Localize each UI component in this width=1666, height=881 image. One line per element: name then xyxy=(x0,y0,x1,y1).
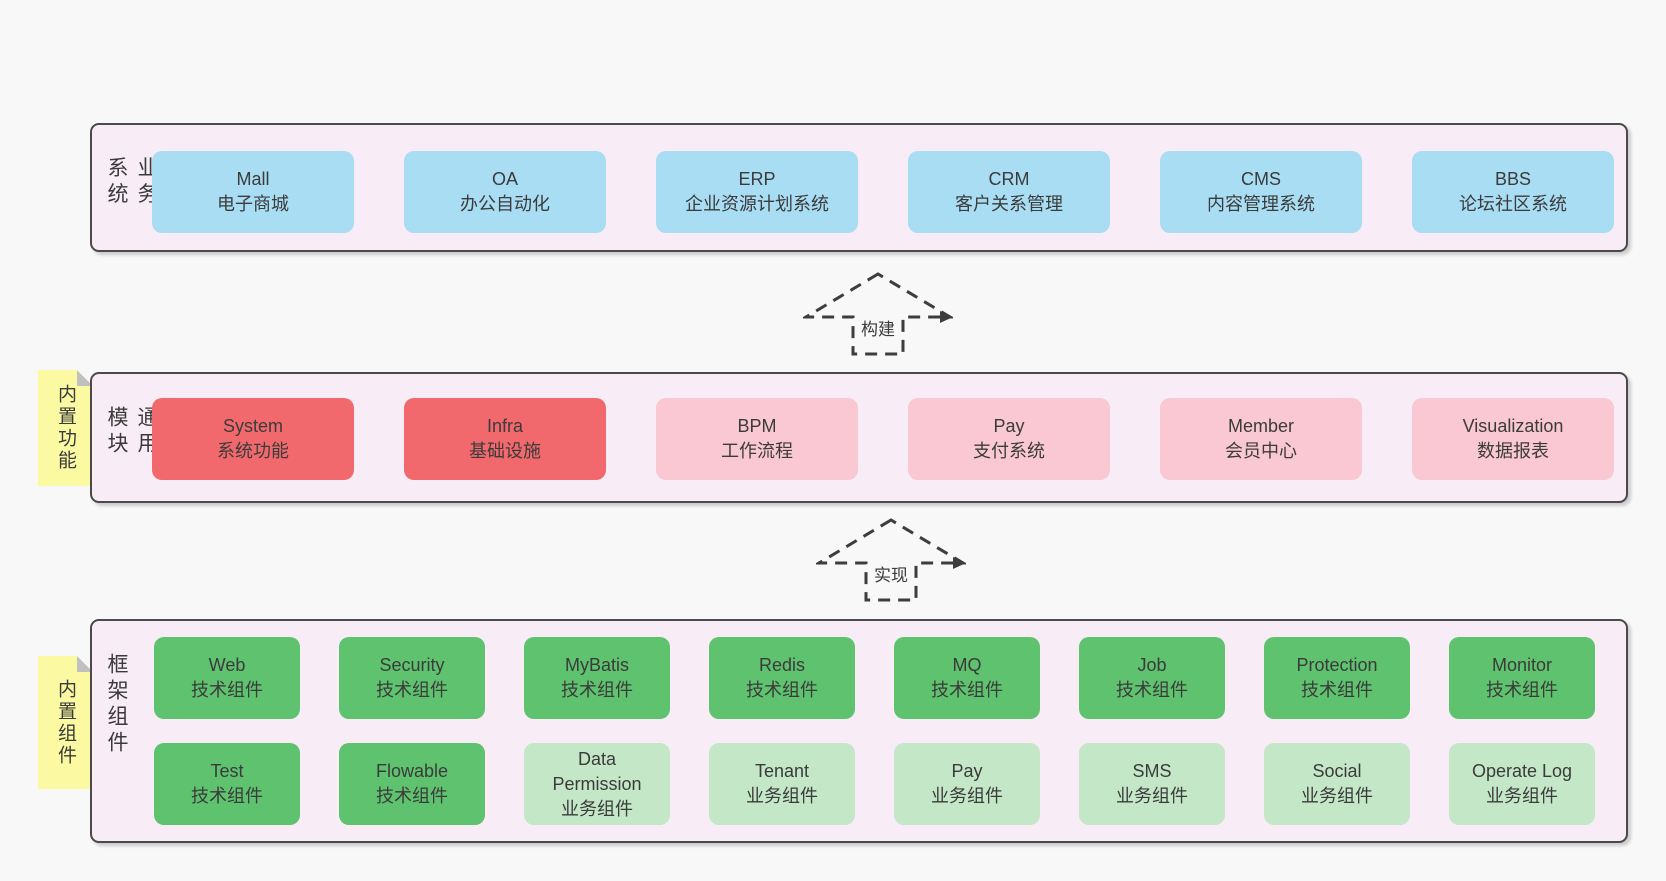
box-subtitle: 数据报表 xyxy=(1477,441,1549,461)
box-erp: ERP 企业资源计划系统 xyxy=(656,151,858,233)
layer-framework-components: 框架组件 Web 技术组件 Security 技术组件 MyBatis 技术组件… xyxy=(90,619,1628,843)
box-mq: MQ 技术组件 xyxy=(894,637,1040,719)
box-mall: Mall 电子商城 xyxy=(152,151,354,233)
box-tenant: Tenant 业务组件 xyxy=(709,743,855,825)
box-subtitle: 客户关系管理 xyxy=(955,194,1063,214)
box-title: Tenant xyxy=(754,761,810,781)
box-social: Social 业务组件 xyxy=(1264,743,1410,825)
box-title: Job xyxy=(1137,655,1167,675)
box-subtitle: 业务组件 xyxy=(561,798,633,819)
box-subtitle: 技术组件 xyxy=(376,680,448,700)
box-data-permission: Data Permission 业务组件 xyxy=(524,743,670,825)
box-subtitle: 技术组件 xyxy=(561,680,633,700)
box-subtitle: 技术组件 xyxy=(931,680,1003,700)
box-cms: CMS 内容管理系统 xyxy=(1160,151,1362,233)
box-subtitle: 会员中心 xyxy=(1225,441,1297,461)
box-protection: Protection 技术组件 xyxy=(1264,637,1410,719)
box-title: BBS xyxy=(1494,169,1532,189)
box-title: OA xyxy=(491,169,518,189)
box-security: Security 技术组件 xyxy=(339,637,485,719)
box-subtitle: 系统功能 xyxy=(217,441,289,461)
box-bpm: BPM 工作流程 xyxy=(656,398,858,480)
box-title: Pay xyxy=(993,416,1025,436)
box-title: Visualization xyxy=(1462,416,1564,436)
box-subtitle: 业务组件 xyxy=(1486,786,1558,806)
box-title: Monitor xyxy=(1491,655,1553,675)
box-subtitle: 基础设施 xyxy=(469,441,541,461)
layer-components-label: 框架组件 xyxy=(105,653,128,757)
box-visualization: Visualization 数据报表 xyxy=(1412,398,1614,480)
box-oa: OA 办公自动化 xyxy=(404,151,606,233)
box-title: Pay xyxy=(951,761,983,781)
box-title: Protection xyxy=(1296,655,1378,675)
box-web: Web 技术组件 xyxy=(154,637,300,719)
box-subtitle: 技术组件 xyxy=(1301,680,1373,700)
box-subtitle: 办公自动化 xyxy=(460,194,550,214)
layer-business-systems: 业务系统 Mall 电子商城 OA 办公自动化 ERP 企业资源计划系统 CRM… xyxy=(90,123,1628,252)
box-title: Member xyxy=(1227,416,1294,436)
box-subtitle: 支付系统 xyxy=(973,441,1045,461)
box-system: System 系统功能 xyxy=(152,398,354,480)
box-redis: Redis 技术组件 xyxy=(709,637,855,719)
box-subtitle: 电子商城 xyxy=(217,194,289,214)
box-subtitle: 技术组件 xyxy=(746,680,818,700)
box-title: MyBatis xyxy=(564,655,629,675)
box-operate-log: Operate Log 业务组件 xyxy=(1449,743,1595,825)
layer-common-modules: 通用模块 System 系统功能 Infra 基础设施 BPM 工作流程 Pay… xyxy=(90,372,1628,503)
box-subtitle: 技术组件 xyxy=(1116,680,1188,700)
box-subtitle: 业务组件 xyxy=(1301,786,1373,806)
note-text: 内置功能 xyxy=(55,384,76,472)
box-subtitle: 企业资源计划系统 xyxy=(685,194,829,214)
box-bbs: BBS 论坛社区系统 xyxy=(1412,151,1614,233)
box-job: Job 技术组件 xyxy=(1079,637,1225,719)
arrow-build-label: 构建 xyxy=(858,315,898,340)
box-infra: Infra 基础设施 xyxy=(404,398,606,480)
arrow-implement: 实现 xyxy=(816,517,966,603)
box-mybatis: MyBatis 技术组件 xyxy=(524,637,670,719)
box-title: Infra xyxy=(486,416,524,436)
sticky-note-built-in-features: 内置功能 xyxy=(38,370,93,486)
box-pay-component: Pay 业务组件 xyxy=(894,743,1040,825)
box-crm: CRM 客户关系管理 xyxy=(908,151,1110,233)
box-title: Data Permission xyxy=(552,748,642,794)
sticky-note-built-in-components: 内置组件 xyxy=(38,656,93,789)
box-subtitle: 技术组件 xyxy=(191,786,263,806)
dashed-up-arrow-icon xyxy=(816,518,966,602)
box-subtitle: 工作流程 xyxy=(721,441,793,461)
box-subtitle: 技术组件 xyxy=(191,680,263,700)
box-subtitle: 技术组件 xyxy=(1486,680,1558,700)
box-flowable: Flowable 技术组件 xyxy=(339,743,485,825)
box-title: BPM xyxy=(737,416,777,436)
box-subtitle: 业务组件 xyxy=(746,786,818,806)
box-member: Member 会员中心 xyxy=(1160,398,1362,480)
box-title: Operate Log xyxy=(1471,761,1573,781)
box-title: Web xyxy=(208,655,246,675)
box-title: Security xyxy=(379,655,445,675)
box-title: Redis xyxy=(758,655,806,675)
box-subtitle: 内容管理系统 xyxy=(1207,194,1315,214)
box-test: Test 技术组件 xyxy=(154,743,300,825)
arrow-build: 构建 xyxy=(803,271,953,357)
dashed-up-arrow-icon xyxy=(803,272,953,356)
box-subtitle: 技术组件 xyxy=(376,786,448,806)
arrow-implement-label: 实现 xyxy=(871,561,911,586)
box-title: ERP xyxy=(738,169,776,189)
box-title: CMS xyxy=(1241,169,1281,189)
box-subtitle: 业务组件 xyxy=(931,786,1003,806)
box-title: Social xyxy=(1312,761,1362,781)
box-subtitle: 业务组件 xyxy=(1116,786,1188,806)
box-title: Mall xyxy=(236,169,270,189)
box-title: Test xyxy=(210,761,244,781)
box-title: System xyxy=(222,416,283,436)
box-monitor: Monitor 技术组件 xyxy=(1449,637,1595,719)
box-title: Flowable xyxy=(375,761,449,781)
box-title: CRM xyxy=(988,169,1030,189)
box-pay-module: Pay 支付系统 xyxy=(908,398,1110,480)
box-title: MQ xyxy=(952,655,982,675)
box-title: SMS xyxy=(1132,761,1172,781)
box-sms: SMS 业务组件 xyxy=(1079,743,1225,825)
note-text: 内置组件 xyxy=(55,678,76,767)
box-subtitle: 论坛社区系统 xyxy=(1459,194,1567,214)
